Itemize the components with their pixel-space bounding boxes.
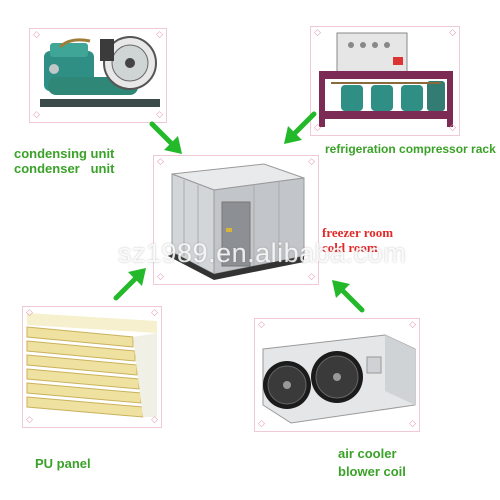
corner-mark: ◇ <box>156 30 163 40</box>
cold-room-image <box>168 163 305 280</box>
air-cooler-image <box>262 334 416 424</box>
corner-mark: ◇ <box>409 320 416 330</box>
pu-panel-image <box>26 313 157 418</box>
pu-panel-panel: ◇ ◇ ◇ ◇ <box>22 306 162 428</box>
corner-mark: ◇ <box>314 123 321 133</box>
corner-mark: ◇ <box>157 272 164 282</box>
corner-mark: ◇ <box>449 28 456 38</box>
corner-mark: ◇ <box>258 320 265 330</box>
corner-mark: ◇ <box>157 157 164 167</box>
arrow-up-right-icon <box>113 268 146 301</box>
corner-mark: ◇ <box>308 157 315 167</box>
corner-mark: ◇ <box>26 308 33 318</box>
compressor-rack-panel: ◇ ◇ ◇ ◇ <box>310 26 460 136</box>
corner-mark: ◇ <box>33 30 40 40</box>
condensing-unit-panel: ◇ ◇ ◇ ◇ <box>29 28 167 123</box>
corner-mark: ◇ <box>258 419 265 429</box>
freezer-room-label: freezer room <box>322 225 394 240</box>
corner-mark: ◇ <box>449 123 456 133</box>
corner-mark: ◇ <box>156 110 163 120</box>
corner-mark: ◇ <box>151 415 158 425</box>
compressor-rack-label: refrigeration compressor rack <box>325 142 496 156</box>
corner-mark: ◇ <box>409 419 416 429</box>
blower-coil-label: blower coil <box>338 464 406 479</box>
air-cooler-label: air cooler <box>338 446 397 461</box>
watermark: sz1989.en.alibaba.com <box>118 238 407 268</box>
cold-room-panel: ◇ ◇ ◇ ◇ <box>153 155 319 285</box>
cold-room-label: cold room <box>322 240 378 255</box>
corner-mark: ◇ <box>26 415 33 425</box>
corner-mark: ◇ <box>151 308 158 318</box>
corner-mark: ◇ <box>314 28 321 38</box>
pu-panel-label: PU panel <box>35 456 91 471</box>
corner-mark: ◇ <box>33 110 40 120</box>
air-cooler-panel: ◇ ◇ ◇ ◇ <box>254 318 420 432</box>
arrow-down-right-icon <box>149 121 182 154</box>
arrow-down-left-icon <box>284 111 317 144</box>
condensing-unit-label: condensing unit <box>14 146 115 161</box>
compressor-rack-image <box>319 32 453 127</box>
corner-mark: ◇ <box>308 272 315 282</box>
arrow-up-left-icon <box>332 280 365 313</box>
condenser-unit-label: condenser unit <box>14 161 115 176</box>
condensing-unit-image <box>40 36 160 107</box>
